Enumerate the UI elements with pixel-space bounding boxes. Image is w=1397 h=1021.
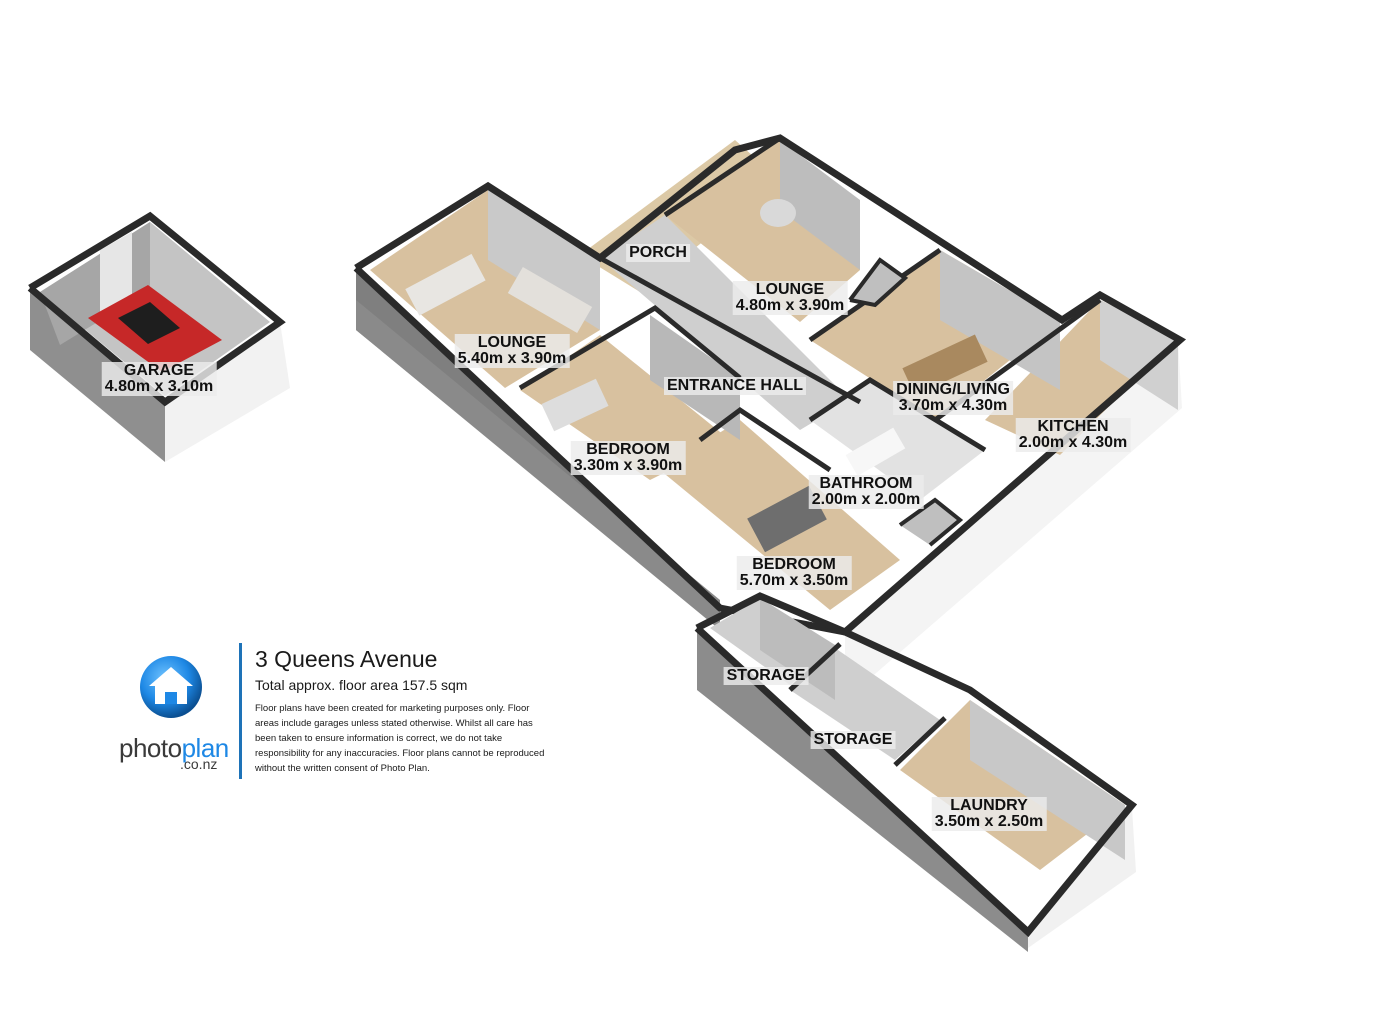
house-inner-walls-9 [898,497,964,547]
room-name: BATHROOM [819,475,913,492]
sofa-left [405,253,486,316]
room-label-storage-2: STORAGE [810,731,896,749]
garage-door [100,232,132,318]
room-label-porch: PORCH [626,244,690,262]
house-icon [149,667,193,704]
bathtub [845,427,906,476]
room-name: BEDROOM [586,441,670,458]
inner-wall-1 [488,190,600,330]
room-name: LOUNGE [755,281,825,298]
armchair [760,199,796,227]
garage-car-roof [118,302,180,344]
wing-divider-2 [893,716,947,767]
room-name: BEDROOM [752,556,836,573]
wing-left-face [697,628,1028,952]
brand-name-part1: photo [119,733,182,763]
floor-area: Total approx. floor area 157.5 sqm [255,677,468,693]
inner-wall-5 [1100,300,1178,410]
dining-table [902,334,988,396]
room-label-entrance-hall: ENTRANCE HALL [664,377,806,395]
room-name: DINING/LIVING [896,381,1010,398]
disclaimer-text: Floor plans have been created for market… [255,703,545,774]
bed-main [747,485,827,553]
room-label-dining-living: DINING/LIVING 3.70m x 4.30m [893,381,1013,415]
inner-wall-3 [940,250,1060,390]
entrance-hall-floor [600,215,850,430]
room-name: STORAGE [726,667,806,684]
room-size: 4.80m x 3.10m [104,378,214,395]
room-name: LAUNDRY [950,797,1028,814]
room-name: STORAGE [813,731,893,748]
bed-left [541,378,609,432]
room-size: 5.40m x 3.90m [457,350,567,367]
lounge-right-floor [665,140,860,322]
room-name: LOUNGE [477,334,547,351]
house-inner-walls-2 [663,135,782,218]
room-size: 5.70m x 3.50m [739,572,849,589]
info-divider [239,643,242,779]
sofa-right [507,267,593,333]
room-label-bedroom-main: BEDROOM 5.70m x 3.50m [736,556,852,590]
room-name: KITCHEN [1037,418,1109,435]
house-outer-walls [353,134,1187,636]
house-left-face-lower [356,300,720,630]
house-inner-walls-8 [808,377,987,453]
laundry-wing-block [694,592,1138,952]
room-size: 3.70m x 4.30m [898,397,1008,414]
room-label-laundry: LAUNDRY 3.50m x 2.50m [931,797,1047,831]
room-label-garage: GARAGE 4.80m x 3.10m [101,362,217,396]
room-name: PORCH [629,244,687,261]
house-inner-walls-5 [848,257,909,308]
wing-inner-wall-2 [970,700,1125,860]
room-label-bathroom: BATHROOM 2.00m x 2.00m [808,475,924,509]
brand-name-part2: plan [181,733,230,763]
room-size: 3.50m x 2.50m [934,813,1044,830]
room-label-lounge-right: LOUNGE 4.80m x 3.90m [732,281,848,315]
house-inner-walls-1 [598,255,862,405]
room-size: 3.30m x 3.90m [573,457,683,474]
wing-walls [694,592,1138,938]
room-size: 4.80m x 3.90m [735,297,845,314]
room-label-storage-1: STORAGE [723,667,809,685]
room-label-lounge-left: LOUNGE 5.40m x 3.90m [454,334,570,368]
house-inner-walls-7 [698,406,832,473]
inner-wall-2 [780,140,860,270]
room-name: GARAGE [123,362,195,379]
room-size: 2.00m x 4.30m [1018,434,1128,451]
brand-wordmark: photoplan [119,733,229,764]
garage-right-face [165,322,290,462]
brand-domain: .co.nz [180,756,218,772]
room-name: ENTRANCE HALL [667,377,803,394]
photoplan-logo [140,656,202,718]
room-label-kitchen: KITCHEN 2.00m x 4.30m [1015,418,1131,452]
garage-block [27,211,290,462]
property-address: 3 Queens Avenue [255,646,438,672]
room-size: 2.00m x 2.00m [811,491,921,508]
room-label-bedroom-left: BEDROOM 3.30m x 3.90m [570,441,686,475]
wing-inner-wall [760,598,835,700]
